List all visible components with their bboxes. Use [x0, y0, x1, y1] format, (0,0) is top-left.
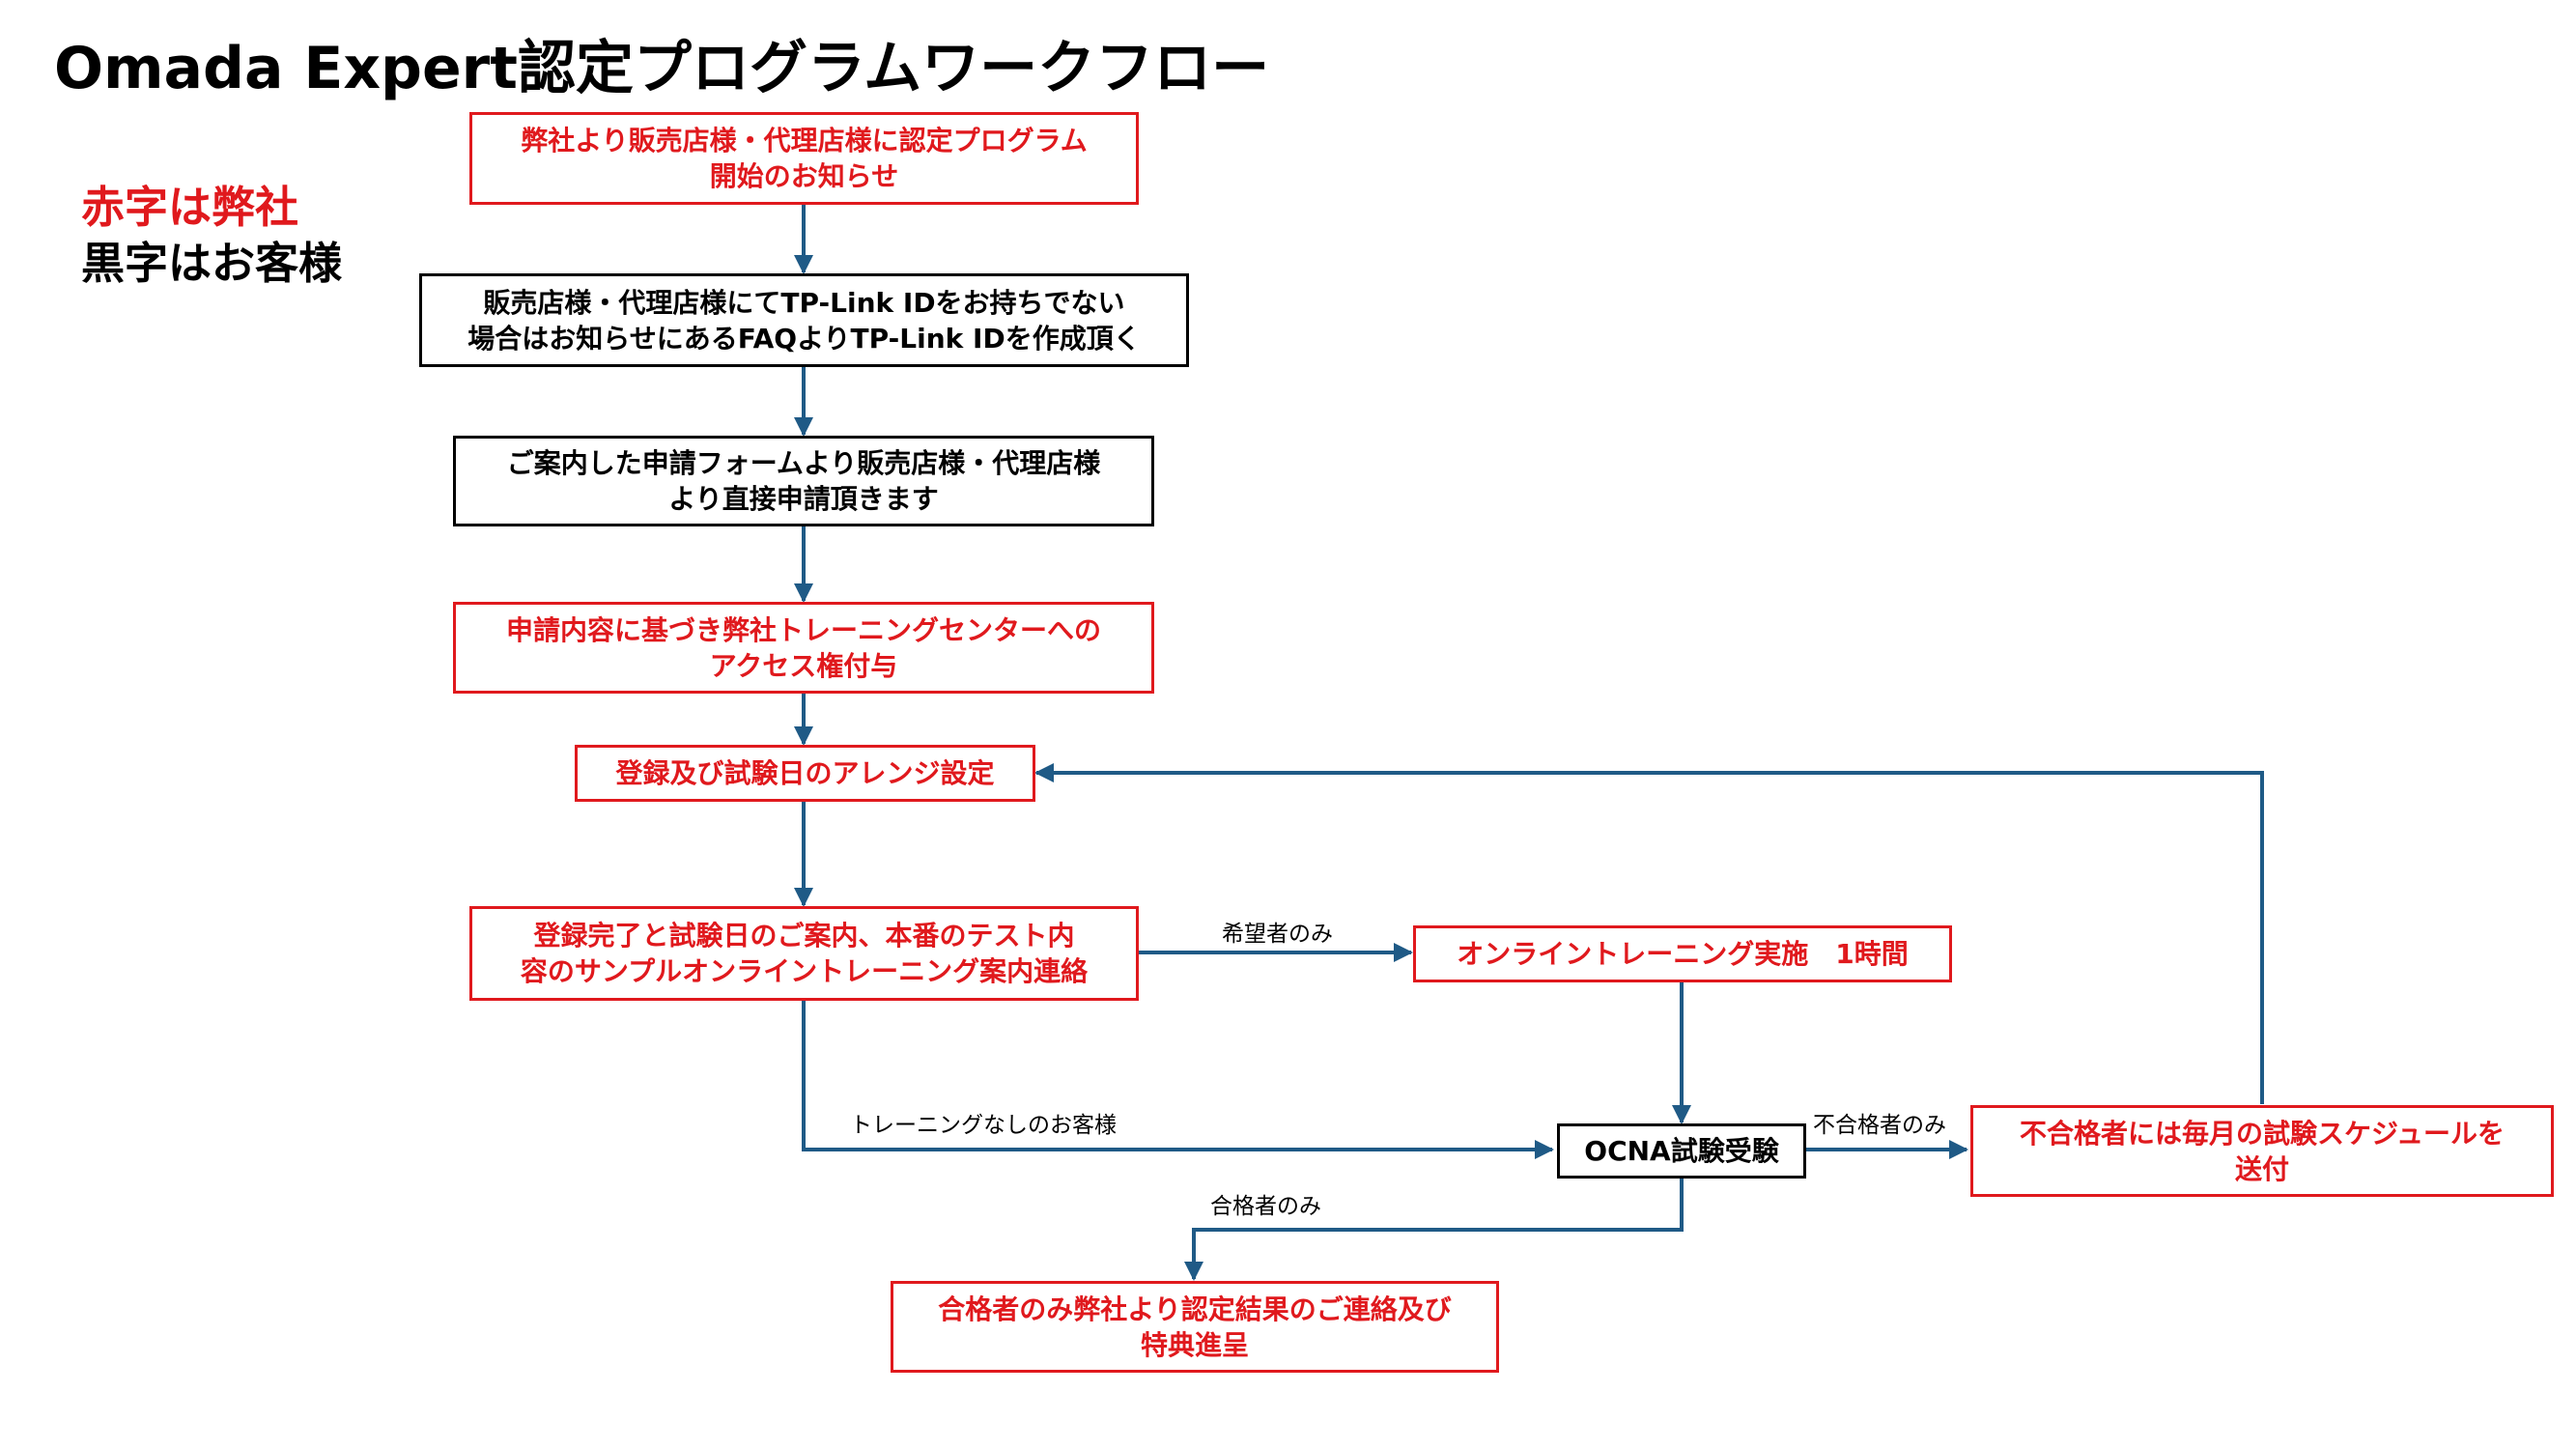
step-fail-schedule-text: 不合格者には毎月の試験スケジュールを 送付 — [2019, 1117, 2505, 1185]
legend-customer: 黒字はお客様 — [81, 238, 343, 289]
step-register: 登録及び試験日のアレンジ設定 — [575, 745, 1035, 802]
step-tplink-id-text: 販売店様・代理店様にてTP-Link IDをお持ちでない 場合はお知らせにあるF… — [467, 286, 1141, 355]
arrow-exam-to-pass — [1184, 1179, 1684, 1281]
step-pass-result: 合格者のみ弊社より認定結果のご連絡及び 特典進呈 — [891, 1281, 1499, 1373]
step-exam: OCNA試験受験 — [1557, 1123, 1806, 1179]
step-fail-schedule: 不合格者には毎月の試験スケジュールを 送付 — [1970, 1105, 2554, 1197]
step-apply-text: ご案内した申請フォームより販売店様・代理店様 より直接申請頂きます — [506, 447, 1101, 515]
step-announce: 弊社より販売店様・代理店様に認定プログラム 開始のお知らせ — [469, 112, 1139, 205]
edge-label-pass-only: 合格者のみ — [1210, 1194, 1321, 1219]
edge-label-no-training: トレーニングなしのお客様 — [850, 1113, 1117, 1138]
step-notify: 登録完了と試験日のご案内、本番のテスト内 容のサンプルオンライントレーニング案内… — [469, 906, 1139, 1001]
step-online-training-text: オンライントレーニング実施 1時間 — [1457, 938, 1909, 970]
arrow-notify-to-exam — [802, 1001, 1554, 1159]
step-announce-text: 弊社より販売店様・代理店様に認定プログラム 開始のお知らせ — [521, 125, 1088, 192]
step-online-training: オンライントレーニング実施 1時間 — [1413, 925, 1952, 982]
step-access: 申請内容に基づき弊社トレーニングセンターへの アクセス権付与 — [453, 602, 1154, 694]
step-tplink-id: 販売店様・代理店様にてTP-Link IDをお持ちでない 場合はお知らせにあるF… — [419, 273, 1189, 367]
edge-label-wish-only: 希望者のみ — [1222, 922, 1333, 947]
step-pass-result-text: 合格者のみ弊社より認定結果のご連絡及び 特典進呈 — [938, 1293, 1452, 1361]
step-access-text: 申請内容に基づき弊社トレーニングセンターへの アクセス権付与 — [505, 613, 1101, 682]
step-notify-text: 登録完了と試験日のご案内、本番のテスト内 容のサンプルオンライントレーニング案内… — [520, 920, 1089, 987]
step-apply: ご案内した申請フォームより販売店様・代理店様 より直接申請頂きます — [453, 436, 1154, 526]
arrow-fail-to-register — [1034, 763, 2264, 1104]
step-register-text: 登録及び試験日のアレンジ設定 — [615, 757, 995, 789]
step-exam-text: OCNA試験受験 — [1584, 1135, 1779, 1167]
edge-label-fail-only: 不合格者のみ — [1813, 1113, 1946, 1138]
legend-company: 赤字は弊社 — [81, 182, 299, 233]
page-title: Omada Expert認定プログラムワークフロー — [54, 35, 1270, 102]
